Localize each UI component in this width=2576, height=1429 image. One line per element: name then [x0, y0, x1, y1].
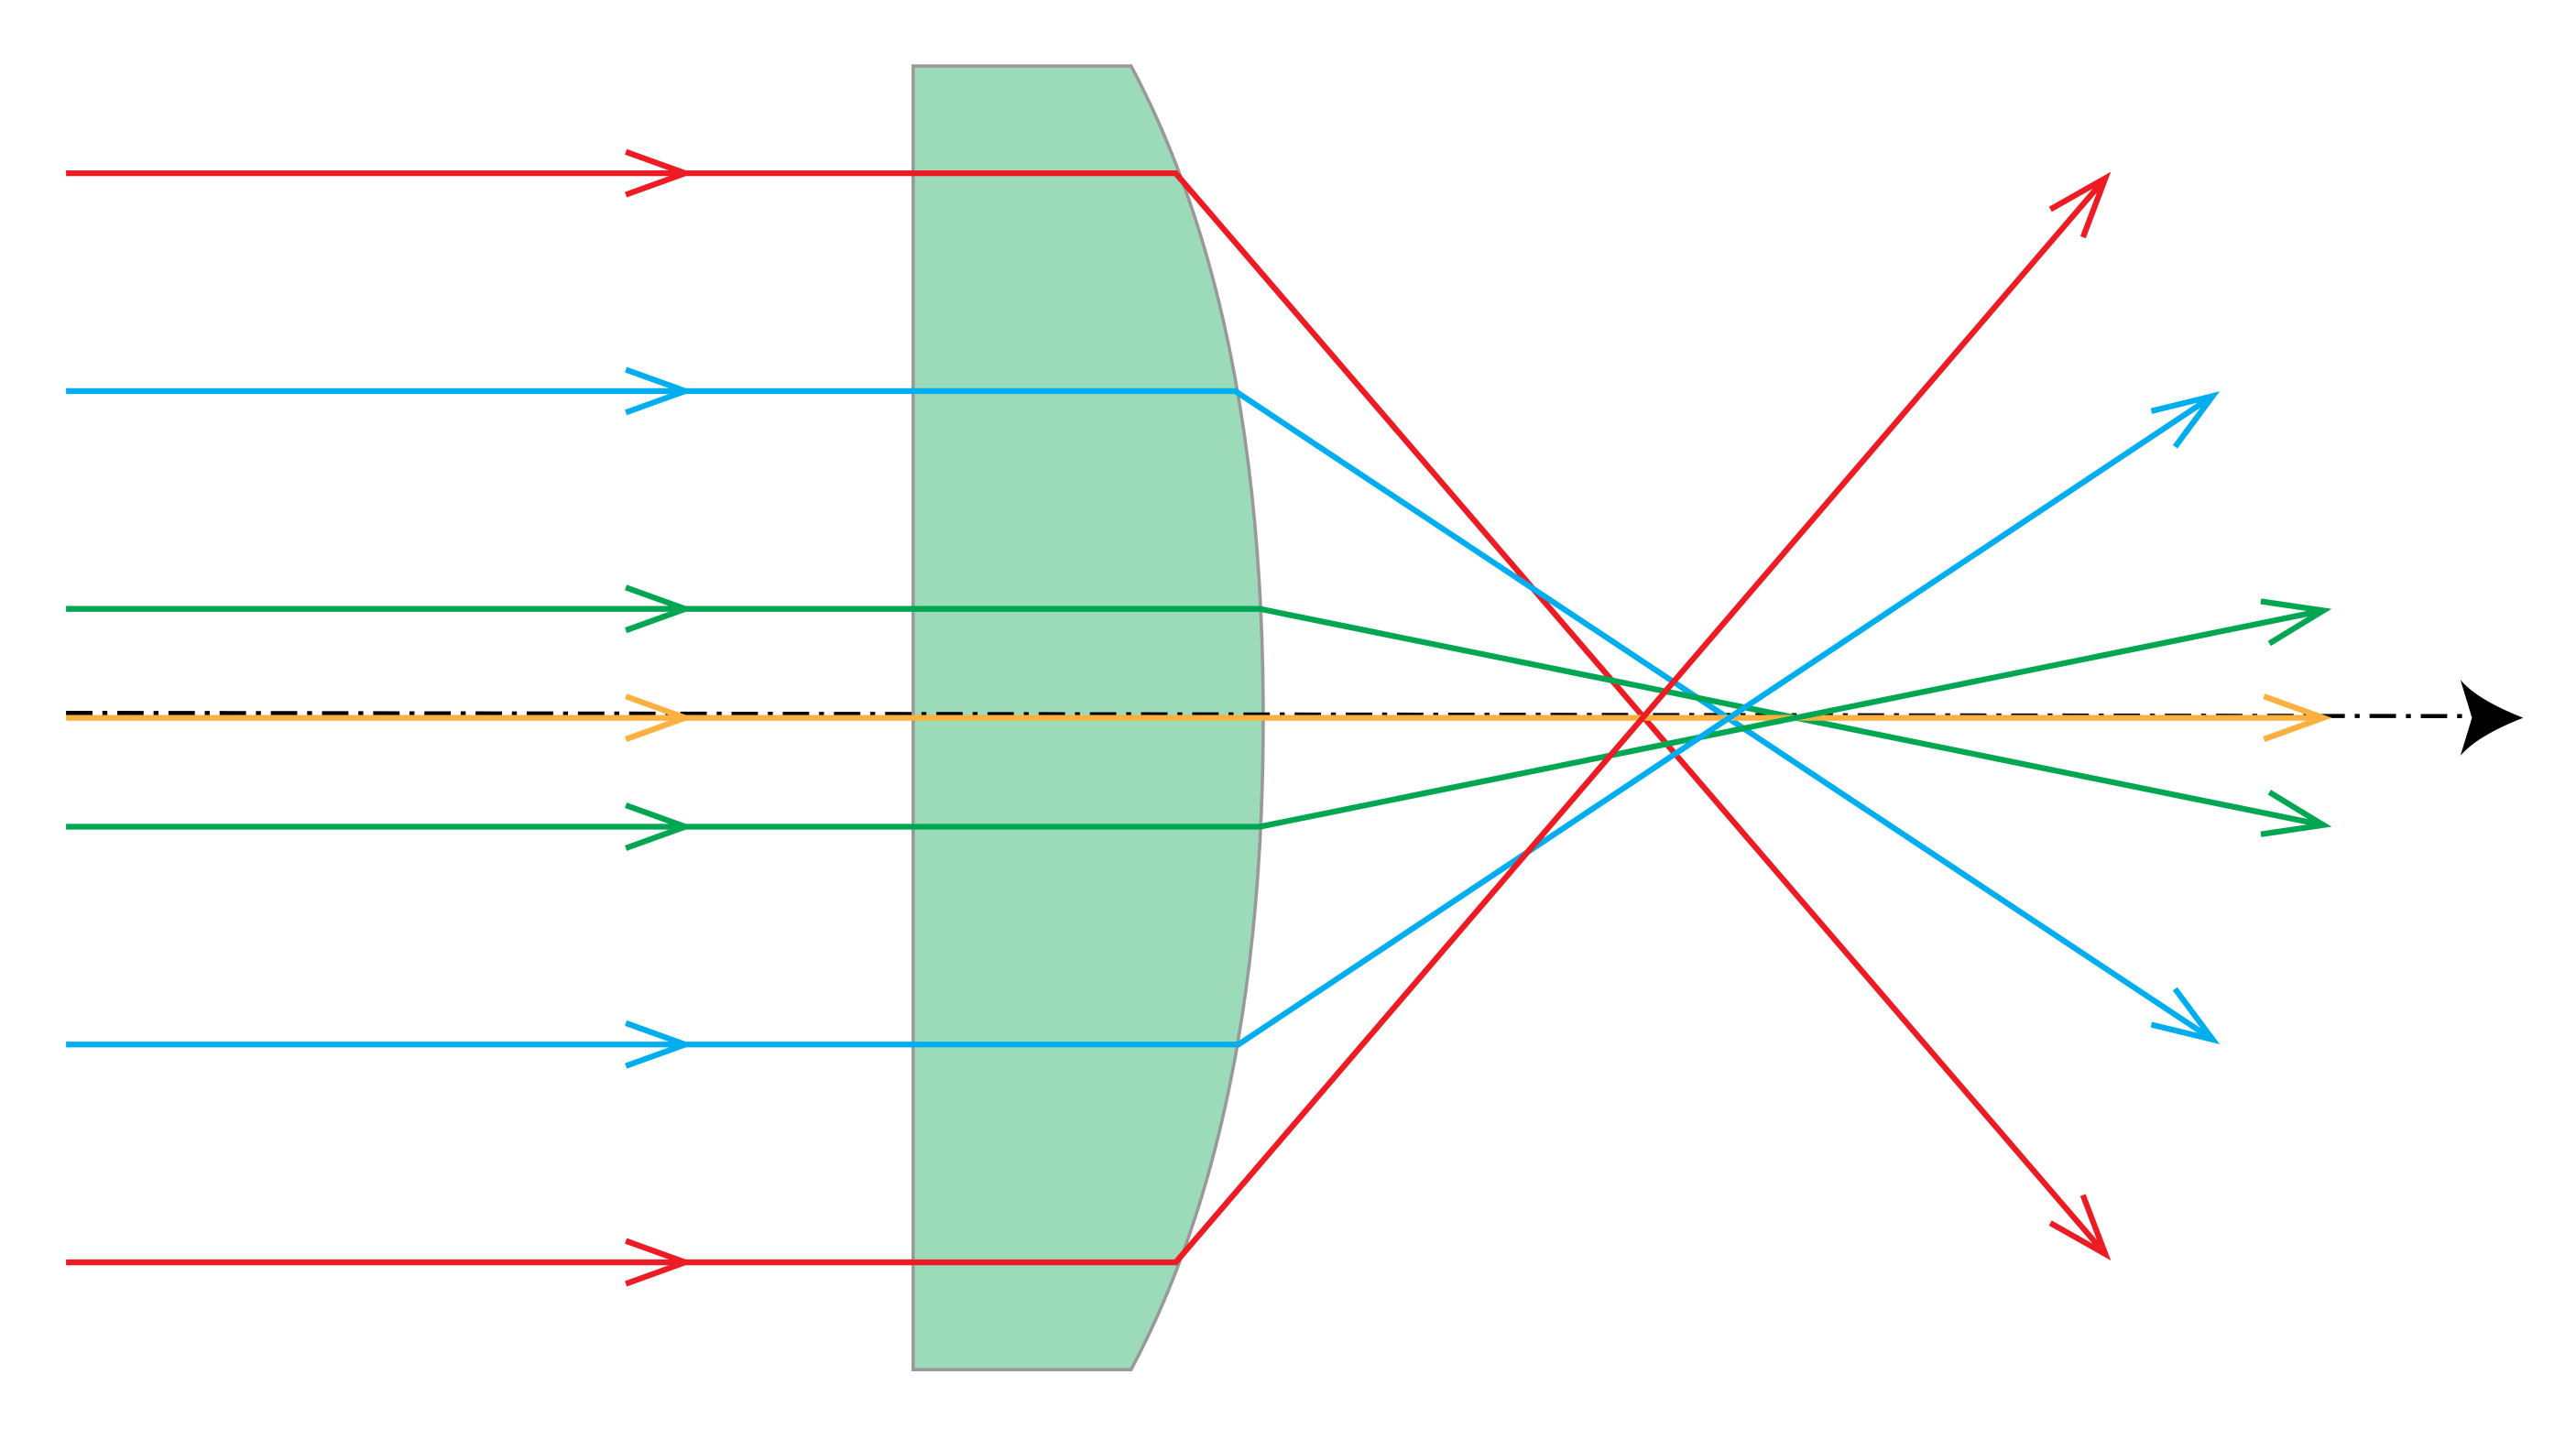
ray-path: [66, 607, 2324, 830]
direction-arrow-icon: [625, 1020, 694, 1069]
ray-end-arrow-icon: [2150, 987, 2221, 1045]
ray-end-arrow-icon: [2260, 790, 2332, 837]
ray-end-arrow-icon: [2263, 693, 2332, 742]
ray-path: [66, 393, 2215, 1048]
ray-end-arrow-icon: [2048, 171, 2112, 239]
ray-intermediate: [66, 366, 2221, 1045]
direction-arrow-icon: [625, 693, 694, 742]
ray-paraxial: [66, 598, 2332, 851]
direction-arrow-icon: [625, 1238, 694, 1287]
ray-paraxial: [66, 584, 2332, 837]
direction-arrow-icon: [625, 366, 694, 416]
direction-arrow-icon: [625, 802, 694, 851]
ray-path: [66, 176, 2108, 1266]
ray-axial: [66, 693, 2332, 742]
ray-intermediate: [66, 391, 2221, 1069]
ray-path: [66, 387, 2215, 1042]
ray-end-arrow-icon: [2260, 598, 2332, 647]
ray-path: [66, 605, 2324, 828]
ray-path: [66, 169, 2108, 1257]
ray-end-arrow-icon: [2150, 391, 2221, 449]
ray-marginal: [66, 148, 2112, 1261]
optical-axis-arrowhead: [2460, 680, 2524, 757]
direction-arrow-icon: [625, 584, 694, 634]
rays: [66, 148, 2332, 1287]
direction-arrow-icon: [625, 148, 694, 198]
ray-marginal: [66, 171, 2112, 1287]
ray-end-arrow-icon: [2048, 1194, 2112, 1261]
